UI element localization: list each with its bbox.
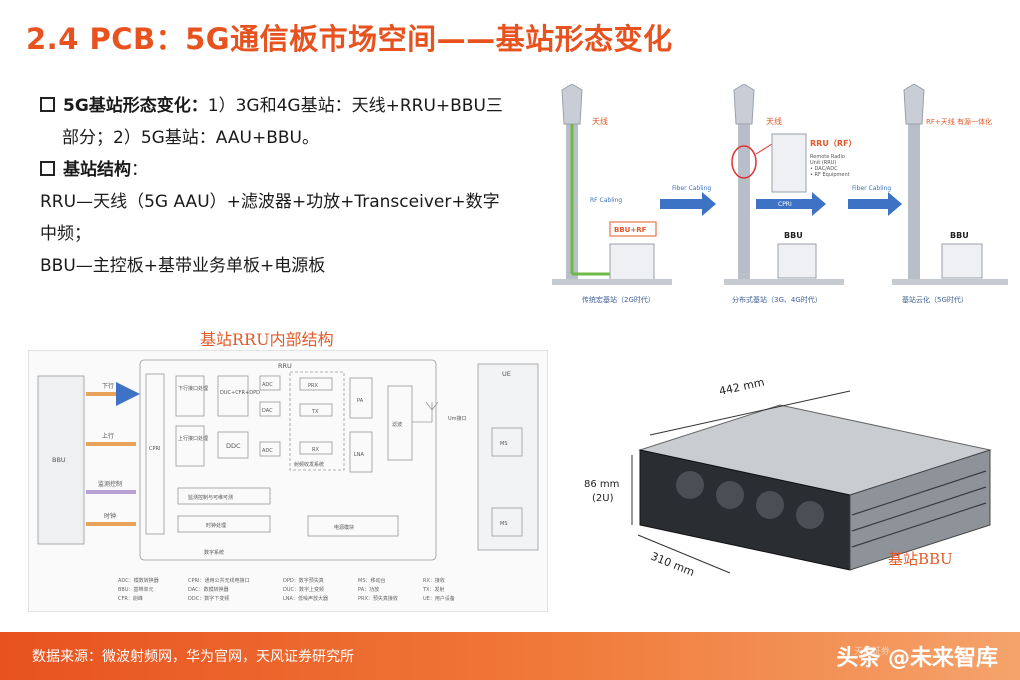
- watermark: 头条 @未来智库: [836, 646, 998, 671]
- rru-desc-4: • RF Equipment: [810, 172, 850, 178]
- um-interface-label: Um接口: [448, 415, 467, 422]
- stage1-unit-label: BBU+RF: [614, 226, 647, 234]
- stage-3-cloud: RF+天线 有源一体化 BBU 基站云化（5G时代）: [892, 84, 1008, 304]
- stage-2-distributed: 天线 RRU（RF） Remote Radio Unit (RRU) • DAC…: [724, 84, 856, 304]
- dac-block: DAC: [262, 408, 273, 414]
- rru-legend: ADC：模数转换器 CPRI：通用公共无线电接口 DPD：数字预失真 MS：移动台 RX…: [118, 577, 455, 602]
- arrow2-label: Fiber Cabling: [852, 185, 891, 192]
- stage2-rru-label: RRU（RF）: [810, 138, 856, 148]
- power-block: 电源模块: [334, 524, 354, 531]
- clock-label: 时钟: [104, 512, 116, 520]
- depth-dimension: 310 mm: [649, 550, 696, 579]
- bbu-device-figure: 442 mm 86 mm (2U) 310 mm: [584, 376, 992, 579]
- rru-composition: RRU—天线（5G AAU）+滤波器+功放+Transceiver+数字: [40, 192, 500, 212]
- rru-desc-1: Remote Radio: [810, 154, 845, 160]
- pa-block: PA: [357, 398, 364, 404]
- rx-block: RX: [312, 447, 319, 453]
- legend-entry: TX：发射: [422, 586, 444, 593]
- legend-entry: DAC：数模转换器: [188, 586, 229, 593]
- rru-composition-cont: 中频；: [40, 224, 91, 244]
- rru-diagram-title: 基站RRU内部结构: [200, 330, 334, 349]
- legend-entry: MS：移动台: [358, 577, 386, 584]
- filter-block: 滤波: [392, 421, 402, 428]
- bbu-figure-label: 基站BBU: [888, 550, 953, 568]
- clock-proc-block: 时钟处理: [206, 522, 226, 529]
- ul-interface: 上行接口处理: [178, 435, 208, 442]
- bullet-1-cont: 部分；2）5G基站：AAU+BBU。: [62, 128, 319, 148]
- monitor-label: 监测控制: [98, 480, 122, 488]
- ms-2: MS: [500, 521, 508, 527]
- checkbox-square-icon: [40, 97, 55, 112]
- legend-entry: DPD：数字预失真: [283, 577, 324, 584]
- bullet-1: 5G基站形态变化：1）3G和4G基站：天线+RRU+BBU三: [40, 90, 560, 122]
- legend-entry: CPRI：通用公共无线电接口: [188, 577, 249, 584]
- stage1-antenna-label: 天线: [592, 116, 608, 126]
- tianfeng-logo: 天风证券: [853, 647, 890, 657]
- adc-1: ADC: [262, 382, 273, 388]
- stage3-antenna-label: RF+天线 有源一体化: [926, 117, 992, 126]
- bullet-2-colon: ：: [131, 160, 148, 180]
- uplink-label: 上行: [102, 432, 114, 440]
- page-title: 2.4 PCB：5G通信板市场空间——基站形态变化: [26, 22, 673, 56]
- legend-entry: ADC：模数转换器: [118, 577, 159, 584]
- tx-block: TX: [311, 409, 319, 415]
- bullet-section: 5G基站形态变化：1）3G和4G基站：天线+RRU+BBU三 部分；2）5G基站…: [40, 90, 560, 282]
- stage1-cable-label: RF Cabling: [590, 197, 622, 204]
- arrow-2: Fiber Cabling: [848, 185, 902, 216]
- rru-box-label: RRU: [278, 362, 292, 370]
- rru-bbu-label: BBU: [52, 456, 66, 464]
- width-dimension: 442 mm: [718, 376, 766, 398]
- height-dimension: 86 mm: [584, 479, 619, 490]
- ddc-block: DDC: [226, 442, 241, 450]
- legend-entry: RX：接收: [423, 577, 445, 584]
- ms-1: MS: [500, 441, 508, 447]
- rru-desc-2: Unit (RRU): [810, 160, 836, 166]
- bullet-2: 基站结构：: [40, 154, 560, 186]
- lna-block: LNA: [354, 452, 365, 458]
- bullet-2-label: 基站结构: [63, 160, 131, 180]
- data-source: 数据来源：微波射频网，华为官网，天风证券研究所: [32, 649, 354, 665]
- height-rack-units: (2U): [592, 493, 614, 504]
- cpri-block: CPRI: [149, 446, 160, 452]
- rru-structure-diagram: BBU RRU CPRI 下行接口处理 上行接口处理 DUC+CFR+DPD D…: [28, 350, 548, 612]
- legend-entry: BBU：基带单元: [118, 586, 154, 593]
- ue-label: UE: [502, 370, 511, 378]
- adc-2: ADC: [262, 448, 273, 454]
- legend-entry: PA：功放: [358, 586, 379, 593]
- legend-entry: DDC：数字下变频: [188, 595, 229, 602]
- stage2-cpri-label: CPRI: [778, 201, 792, 208]
- arrow1-label: Fiber Cabling: [672, 185, 711, 192]
- arrow-1: Fiber Cabling: [660, 185, 716, 216]
- dl-interface: 下行接口处理: [178, 385, 208, 392]
- rru-desc-3: • DAC/ADC: [810, 166, 838, 172]
- legend-entry: LNA：低噪声放大器: [283, 595, 328, 602]
- footer-bar: 数据来源：微波射频网，华为官网，天风证券研究所 天风证券 头条 @未来智库: [0, 632, 1020, 680]
- stage-1-macro: 天线 RF Cabling BBU+RF 传统宏基站（2G时代）: [552, 84, 672, 304]
- rf-system-label: 射频收发系统: [294, 461, 324, 468]
- legend-entry: UE：用户设备: [423, 595, 455, 602]
- legend-entry: PRX：预失真接收: [358, 595, 398, 602]
- stage3-caption: 基站云化（5G时代）: [902, 295, 968, 304]
- stage1-caption: 传统宏基站（2G时代）: [582, 295, 655, 304]
- digital-system-label: 数字系统: [204, 549, 224, 556]
- monitor-proc-block: 监测控制与可维可测: [188, 494, 233, 501]
- base-station-evolution-figure: 天线 RF Cabling BBU+RF 传统宏基站（2G时代） Fiber C…: [552, 84, 1008, 304]
- prx-block: PRX: [308, 383, 318, 389]
- checkbox-square-icon: [40, 161, 55, 176]
- bullet-1-text: 1）3G和4G基站：天线+RRU+BBU三: [207, 96, 503, 116]
- stage2-caption: 分布式基站（3G、4G时代）: [732, 295, 822, 304]
- bbu-composition: BBU—主控板+基带业务单板+电源板: [40, 256, 326, 276]
- downlink-label: 下行: [102, 382, 114, 390]
- stage3-unit-label: BBU: [950, 231, 969, 240]
- stage2-antenna-label: 天线: [766, 116, 782, 126]
- legend-entry: DUC：数字上变频: [283, 586, 324, 593]
- bullet-1-label: 5G基站形态变化：: [63, 96, 208, 116]
- duc-block: DUC+CFR+DPD: [220, 390, 260, 396]
- stage2-unit-label: BBU: [784, 231, 803, 240]
- legend-entry: CFR：削峰: [118, 595, 143, 602]
